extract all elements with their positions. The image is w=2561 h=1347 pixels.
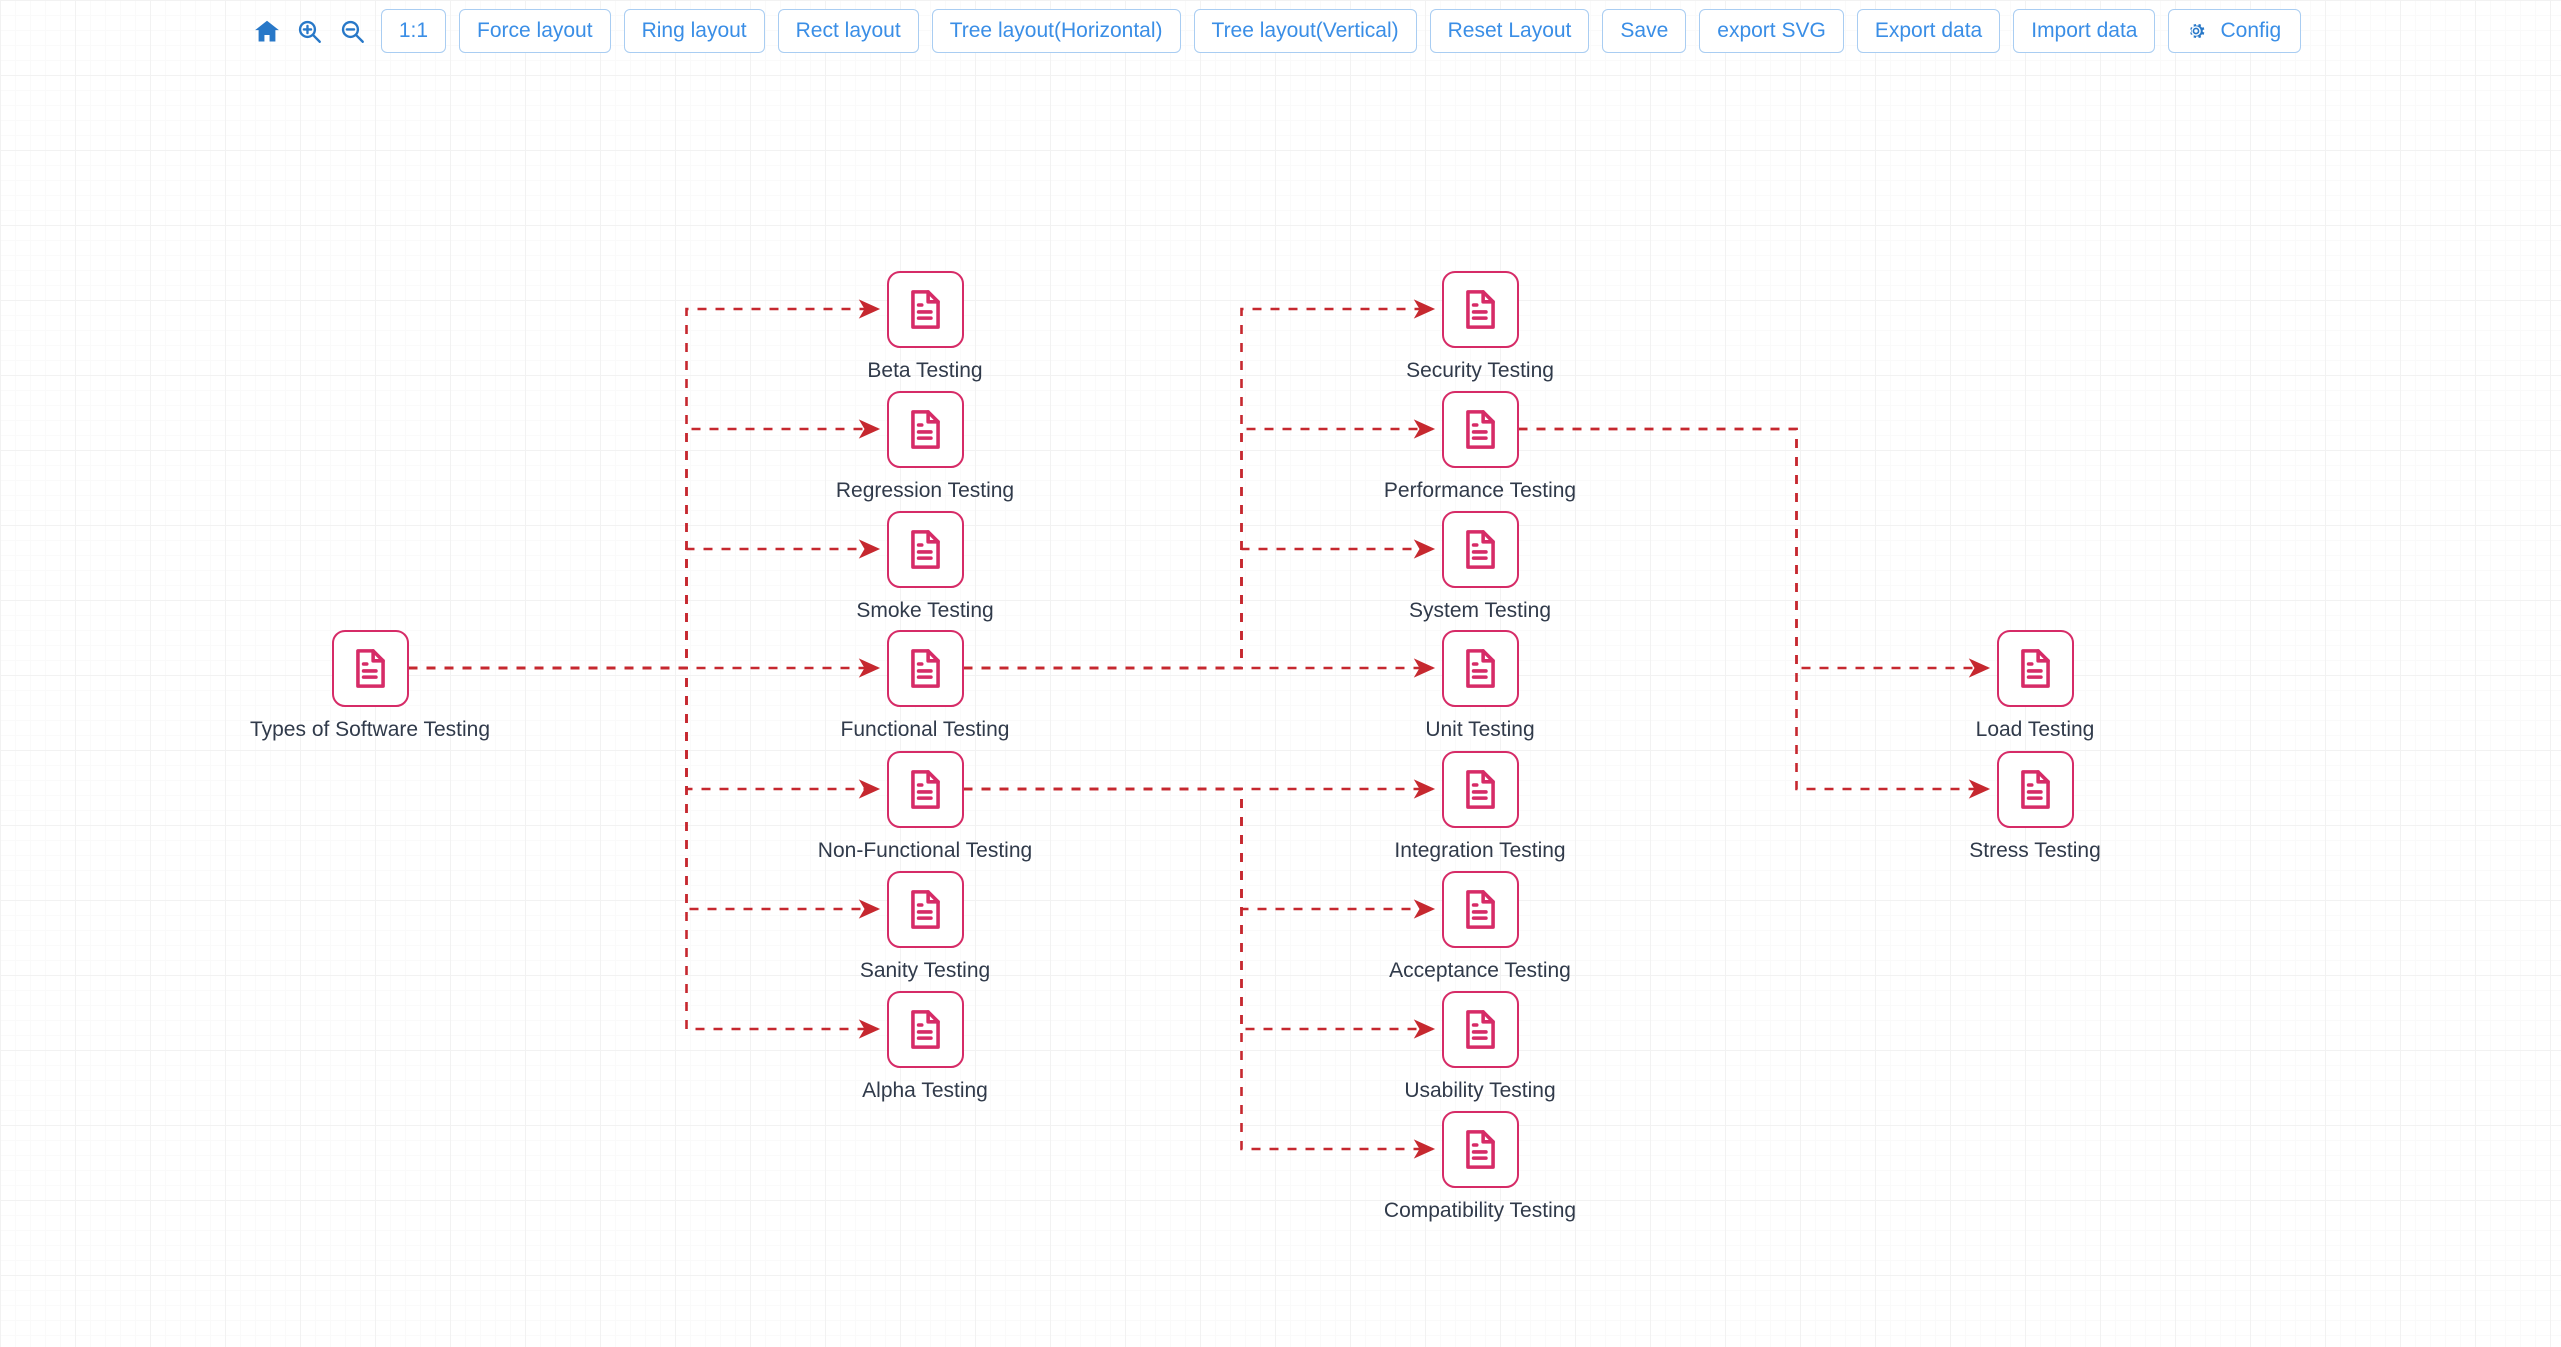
- graph-node[interactable]: [886, 750, 964, 828]
- graph-edge: [963, 787, 1436, 1039]
- graph-node-label: Types of Software Testing: [249, 717, 491, 741]
- document-icon: [1458, 1127, 1503, 1172]
- graph-edge: [963, 299, 1436, 670]
- document-icon: [903, 287, 948, 332]
- graph-node-label: Functional Testing: [840, 717, 1010, 741]
- graph-node[interactable]: [1441, 270, 1519, 348]
- graph-node[interactable]: [1996, 629, 2074, 707]
- graph-edge: [963, 787, 1436, 1159]
- document-icon: [1458, 287, 1503, 332]
- document-icon: [2013, 646, 2058, 691]
- tree-layout-horizontal-button[interactable]: Tree layout(Horizontal): [931, 9, 1181, 53]
- document-icon: [903, 527, 948, 572]
- graph-node-label: Acceptance Testing: [1389, 958, 1571, 982]
- document-icon: [1458, 646, 1503, 691]
- graph-edge: [963, 419, 1436, 670]
- graph-node-label: Usability Testing: [1404, 1078, 1556, 1102]
- document-icon: [903, 407, 948, 452]
- home-icon[interactable]: [252, 16, 282, 46]
- zoom-out-icon[interactable]: [338, 16, 368, 46]
- document-icon: [1458, 767, 1503, 812]
- graph-edge: [1518, 427, 1991, 799]
- config-button[interactable]: Config: [2168, 9, 2302, 53]
- graph-node[interactable]: [886, 629, 964, 707]
- document-icon: [903, 1007, 948, 1052]
- ring-layout-button[interactable]: Ring layout: [623, 9, 765, 53]
- graph-node[interactable]: [1441, 510, 1519, 588]
- document-icon: [1458, 1007, 1503, 1052]
- document-icon: [1458, 407, 1503, 452]
- save-button[interactable]: Save: [1602, 9, 1687, 53]
- graph-node[interactable]: [1996, 750, 2074, 828]
- graph-edge: [963, 539, 1436, 670]
- graph-node-label: Beta Testing: [867, 358, 983, 382]
- gear-icon: [2185, 20, 2207, 42]
- document-icon: [348, 646, 393, 691]
- graph-node[interactable]: [886, 390, 964, 468]
- import-data-button[interactable]: Import data: [2013, 9, 2156, 53]
- document-icon: [2013, 767, 2058, 812]
- graph-node[interactable]: [1441, 750, 1519, 828]
- zoom-in-icon[interactable]: [295, 16, 325, 46]
- graph-node[interactable]: [1441, 390, 1519, 468]
- graph-node[interactable]: [886, 870, 964, 948]
- graph-edge: [408, 539, 881, 670]
- graph-node[interactable]: [886, 990, 964, 1068]
- graph-edge: [1518, 427, 1991, 678]
- graph-node[interactable]: [1441, 1110, 1519, 1188]
- reset-layout-button[interactable]: Reset Layout: [1429, 9, 1590, 53]
- document-icon: [1458, 887, 1503, 932]
- toolbar: 1:1 Force layout Ring layout Rect layout…: [0, 0, 2561, 62]
- graph-node-label: Sanity Testing: [859, 958, 991, 982]
- document-icon: [903, 887, 948, 932]
- graph-node-label: Integration Testing: [1394, 838, 1566, 862]
- document-icon: [903, 646, 948, 691]
- graph-node[interactable]: [886, 270, 964, 348]
- graph-edge: [963, 787, 1436, 919]
- graph-node-label: System Testing: [1408, 598, 1552, 622]
- graph-edge: [408, 299, 881, 670]
- graph-node-label: Stress Testing: [1969, 838, 2101, 862]
- graph-node-label: Smoke Testing: [856, 598, 994, 622]
- force-layout-button[interactable]: Force layout: [459, 9, 611, 53]
- graph-node-label: Alpha Testing: [862, 1078, 988, 1102]
- graph-node-label: Performance Testing: [1383, 478, 1577, 502]
- export-svg-button[interactable]: export SVG: [1699, 9, 1844, 53]
- rect-layout-button[interactable]: Rect layout: [777, 9, 919, 53]
- graph-node[interactable]: [886, 510, 964, 588]
- graph-node[interactable]: [1441, 629, 1519, 707]
- graph-node[interactable]: [1441, 990, 1519, 1068]
- document-icon: [903, 767, 948, 812]
- graph-node-label: Compatibility Testing: [1383, 1198, 1577, 1222]
- graph-node[interactable]: [1441, 870, 1519, 948]
- graph-edge: [408, 419, 881, 670]
- config-button-label: Config: [2220, 19, 2282, 42]
- zoom-reset-button[interactable]: 1:1: [380, 9, 447, 53]
- graph-edge: [408, 666, 881, 919]
- graph-node-label: Load Testing: [1975, 717, 2095, 741]
- graph-node-label: Security Testing: [1406, 358, 1554, 382]
- graph-node-label: Non-Functional Testing: [817, 838, 1033, 862]
- graph-node-label: Unit Testing: [1425, 717, 1535, 741]
- tree-layout-vertical-button[interactable]: Tree layout(Vertical): [1193, 9, 1417, 53]
- export-data-button[interactable]: Export data: [1856, 9, 2001, 53]
- document-icon: [1458, 527, 1503, 572]
- graph-node-label: Regression Testing: [835, 478, 1015, 502]
- graph-node-root[interactable]: [331, 629, 409, 707]
